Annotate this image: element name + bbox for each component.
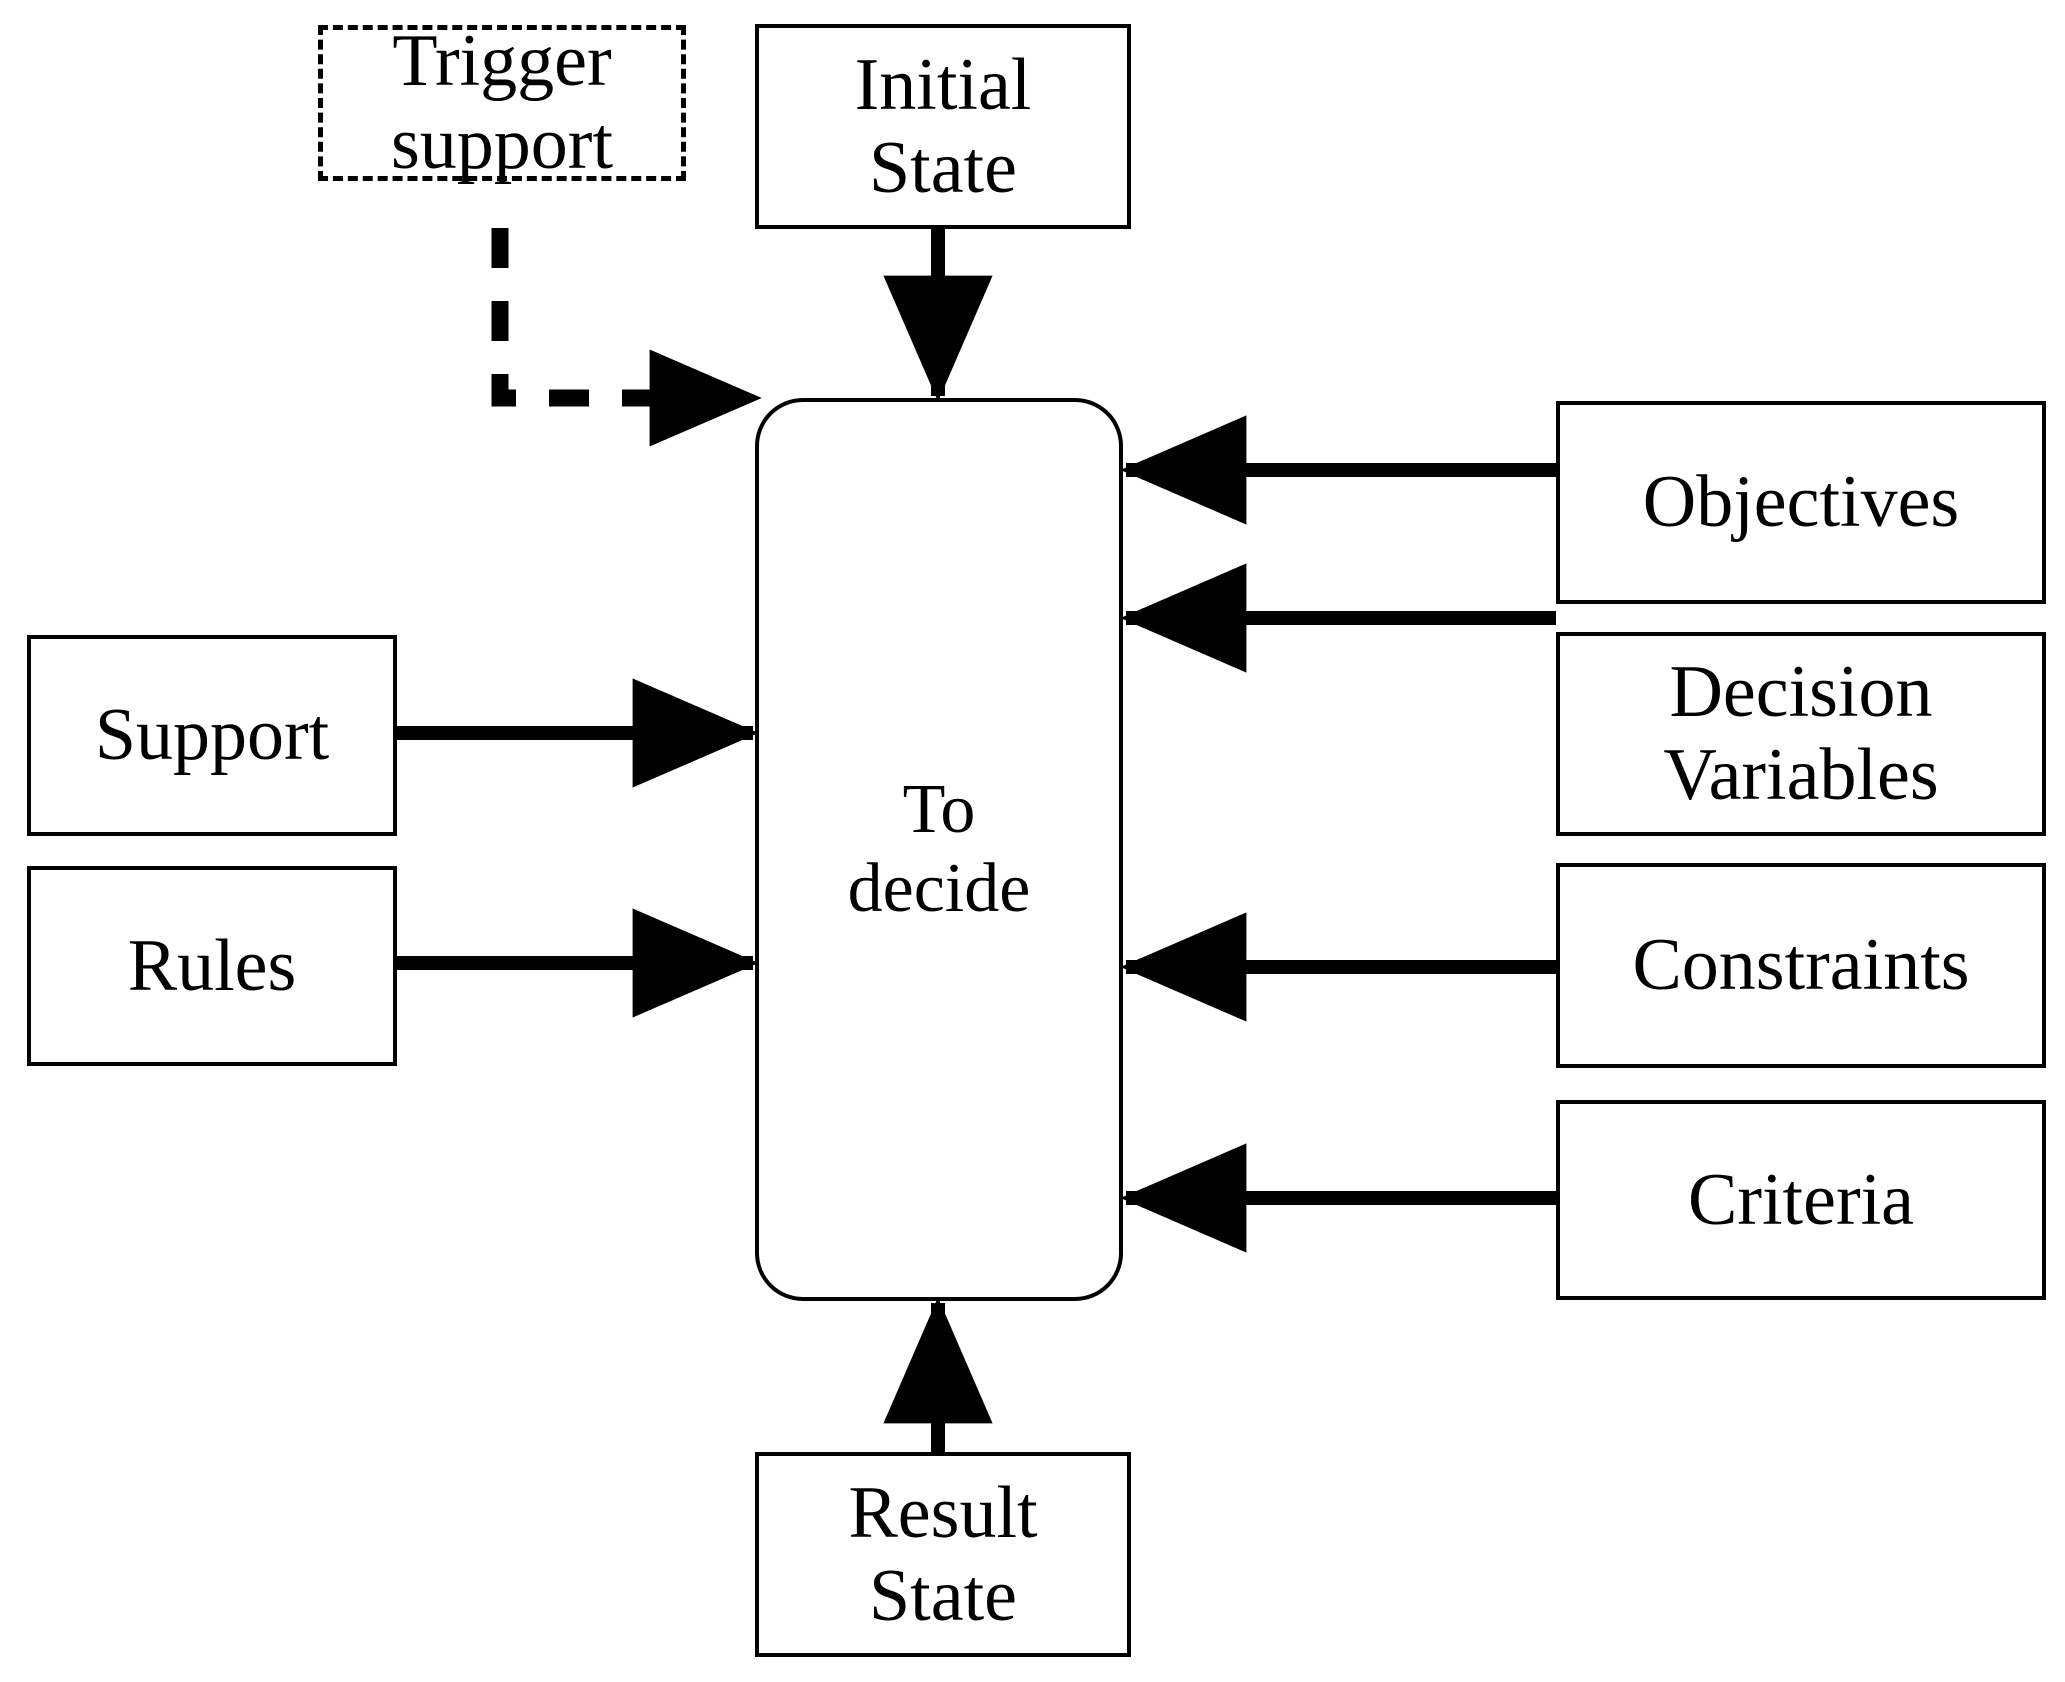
node-objectives[interactable]: Objectives (1556, 401, 2046, 604)
node-criteria-label: Criteria (1687, 1158, 1914, 1241)
edge-trigger-support-to-to-decide (491, 228, 762, 447)
node-decision-variables-label: Decision Variables (1663, 651, 1939, 816)
node-support[interactable]: Support (27, 635, 397, 836)
node-result-state-label: Result State (848, 1471, 1038, 1637)
node-constraints[interactable]: Constraints (1556, 863, 2046, 1068)
node-criteria[interactable]: Criteria (1556, 1100, 2046, 1300)
node-support-label: Support (94, 694, 330, 777)
node-to-decide-label: To decide (847, 771, 1031, 927)
node-initial-state-label: Initial State (854, 43, 1032, 209)
node-constraints-label: Constraints (1632, 924, 1970, 1007)
node-initial-state[interactable]: Initial State (755, 24, 1131, 229)
node-result-state[interactable]: Result State (755, 1452, 1131, 1657)
node-decision-variables[interactable]: Decision Variables (1556, 632, 2046, 836)
node-trigger-support[interactable]: Trigger support (318, 20, 686, 185)
node-rules-label: Rules (127, 924, 297, 1007)
node-objectives-label: Objectives (1642, 461, 1960, 544)
node-to-decide[interactable]: To decide (755, 398, 1123, 1301)
node-trigger-support-label: Trigger support (391, 20, 613, 185)
node-rules[interactable]: Rules (27, 866, 397, 1066)
